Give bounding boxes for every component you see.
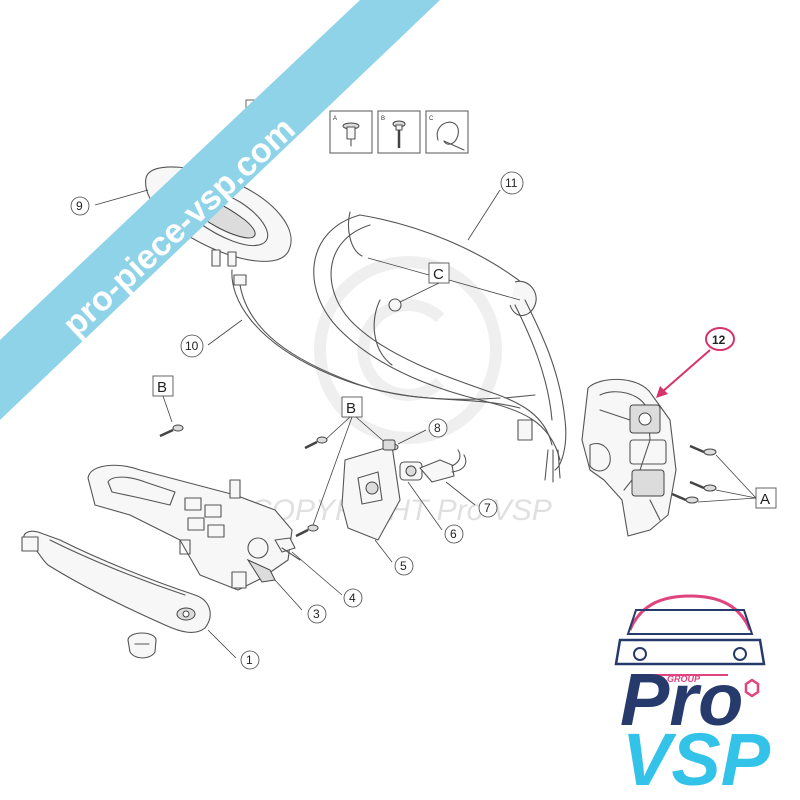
letter-label-b-left: B: [157, 379, 167, 396]
letter-label-b-center: B: [346, 400, 356, 417]
screws-a-right: [671, 444, 717, 504]
part-5-bracket: [341, 445, 401, 541]
legend-letter-c: C: [429, 116, 434, 122]
callout-7: 7: [484, 501, 491, 515]
hexagon-icon: [744, 678, 760, 698]
logo-vsp-text: VSP: [622, 718, 771, 800]
part-10-cable: [231, 269, 536, 409]
callout-4: 4: [349, 591, 356, 605]
callout-5: 5: [400, 559, 407, 573]
callout-8: 8: [434, 421, 441, 435]
callout-12: 12: [712, 333, 726, 347]
part-12-lock-actuator: [581, 378, 677, 537]
logo-pro-text: Pro: [620, 658, 743, 741]
part-4-link: [274, 537, 301, 561]
callout-6: 6: [450, 527, 457, 541]
letter-label-c: C: [433, 266, 444, 283]
part-6-lock-cylinder: [399, 461, 423, 481]
callout-1: 1: [246, 653, 253, 667]
part-8-clip: [382, 439, 396, 451]
part-3-handle-frame: [87, 464, 293, 591]
callout-11: 11: [505, 176, 518, 190]
fastener-legend: A B C: [329, 110, 469, 154]
part-1-exterior-handle: [21, 530, 211, 633]
callout-10: 10: [185, 339, 199, 353]
part-7-switch: [419, 449, 467, 483]
copyright-text: COPYRIGHT Pro VSP: [250, 494, 552, 527]
push-rivet-icon: [342, 122, 360, 147]
cable-tie-icon: [436, 121, 465, 151]
screw-b-left: [159, 424, 184, 438]
legend-letter-b: B: [381, 116, 385, 122]
callout-9: 9: [76, 199, 83, 213]
part-2-cap: [127, 632, 157, 659]
screw-icon: [392, 120, 406, 148]
legend-letter-a: A: [333, 116, 337, 122]
pro-vsp-logo: GROUP Pro VSP: [614, 594, 771, 800]
logo-group-text: GROUP: [667, 674, 701, 684]
letter-label-a-right: A: [760, 491, 770, 508]
callout-3: 3: [313, 607, 320, 621]
part-11-cable: [313, 211, 567, 483]
car-outline-icon: [614, 594, 766, 676]
